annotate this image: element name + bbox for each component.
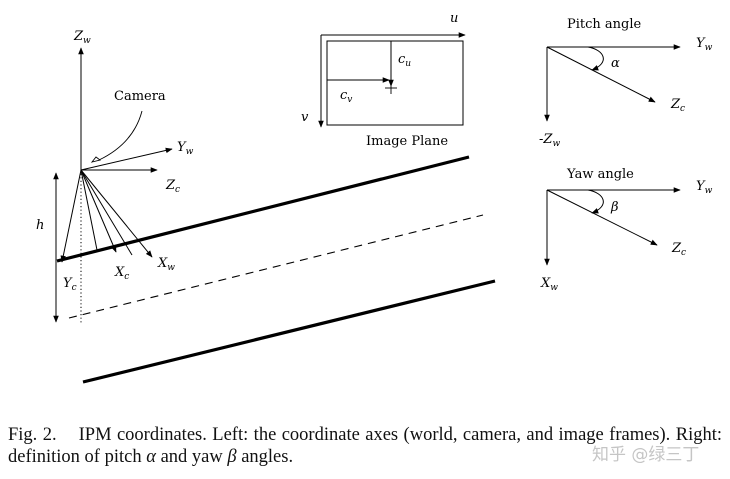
image-plane-frame [326,40,464,126]
image-plane-title: Image Plane [366,134,448,149]
yaw-diagram [544,187,681,266]
pitch-yw-label: Yw [696,36,713,53]
pitch-zc-label: Zc [670,97,685,114]
image-plane [318,32,466,128]
pitch-neg-zw-label: -Zw [539,132,560,149]
cu-label: cu [398,52,411,69]
yaw-title: Yaw angle [566,167,634,182]
lane-line-top [56,155,470,263]
pitch-alpha: α [611,56,620,71]
caption-text-1: IPM coordinates. Left: the coordinate ax… [8,425,722,467]
caption-text-3: angles. [236,447,294,467]
zc-label: Zc [165,178,180,195]
yaw-beta: β [610,200,619,215]
pitch-zc-axis [546,46,656,103]
xw-label: Xw [157,256,175,273]
lane-line-center-dashed [68,214,484,319]
extra-ray-2 [80,169,133,256]
caption-beta: β [227,447,237,467]
pitch-title: Pitch angle [567,17,642,32]
camera-label: Camera [114,89,166,104]
ipm-coordinate-figure: Camera h Zw Yw Zc Xc Xw Yc u v cu cv Ima… [36,11,713,384]
figure-number: Fig. 2. [8,425,57,445]
pitch-diagram [544,44,681,122]
caption-alpha: α [146,447,156,467]
xw-axis [80,169,153,258]
yc-label: Yc [63,276,77,293]
caption-text-2: and yaw [155,447,228,467]
yaw-xw-label: Xw [540,276,558,293]
yw-axis [80,147,173,171]
watermark: 知乎 @绿三丁 [592,445,700,465]
cv-label: cv [340,88,352,105]
camera-pointer [90,110,143,163]
zw-label: Zw [73,29,91,46]
yaw-zc-label: Zc [671,241,686,258]
yc-axis [60,169,82,263]
xc-axis [80,169,117,253]
xc-label: Xc [114,265,129,282]
yw-label: Yw [177,140,194,157]
yaw-angle-arc [587,189,604,214]
yaw-zc-axis [546,189,658,246]
world-camera-axes [60,47,173,323]
u-label: u [450,11,458,26]
height-label: h [36,218,44,233]
figure-caption: Fig. 2.IPM coordinates. Left: the coordi… [8,424,722,468]
extra-ray-1 [80,169,98,251]
yaw-yw-label: Yw [696,179,713,196]
lane-line-bottom [82,279,496,384]
pitch-angle-arc [587,46,604,71]
v-label: v [301,110,309,125]
